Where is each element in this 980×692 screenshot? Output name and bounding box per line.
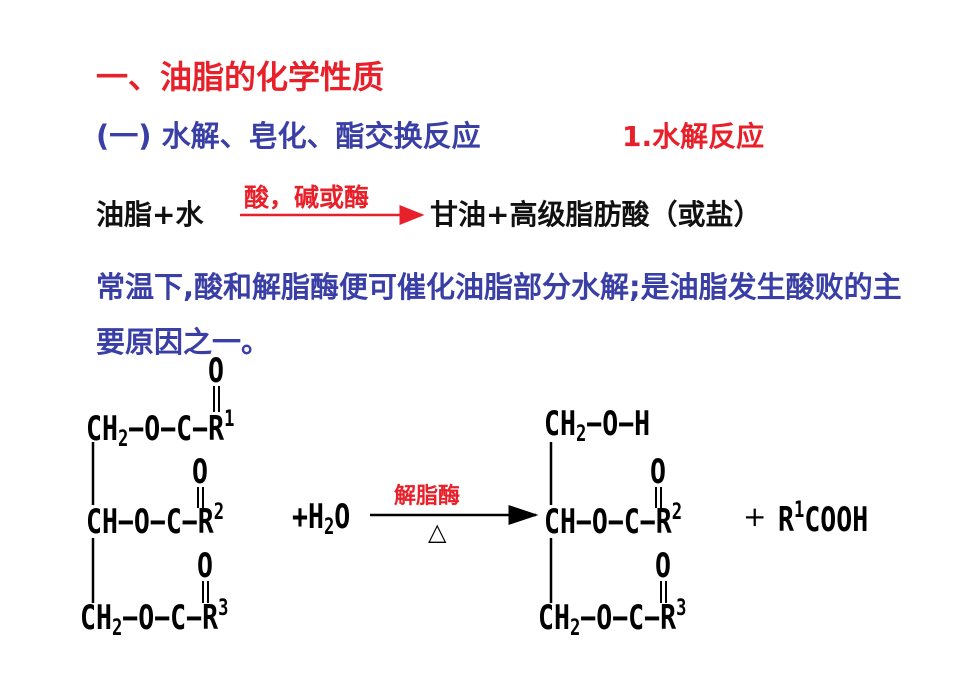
oxygen-atom: O xyxy=(192,452,208,492)
description-text: 常温下,酸和解脂酶便可催化油脂部分水解;是油脂发生酸败的主要原因之一。 xyxy=(96,270,902,359)
oxygen-atom: O xyxy=(197,546,213,586)
heat-symbol: △ xyxy=(428,518,447,546)
oxygen-atom: O xyxy=(208,351,224,391)
section-heading: 1.水解反应 xyxy=(622,120,765,153)
carbonyl-bonds-right xyxy=(655,487,667,603)
water-reagent: +H2O xyxy=(292,497,351,540)
oxygen-atom: O xyxy=(650,452,666,492)
left-row-2: CH−O−C−R2 xyxy=(86,500,225,542)
plus-sign: + xyxy=(743,500,767,533)
reaction-condition: 解脂酶 xyxy=(394,484,461,509)
page-title: 一、油脂的化学性质 xyxy=(96,58,385,96)
oxygen-atom: O xyxy=(655,546,671,586)
left-row-1: CH2−O−C−R1 xyxy=(86,407,235,452)
left-row-3: CH2−O−C−R3 xyxy=(80,596,229,641)
equation-reactants: 油脂+水 xyxy=(96,198,204,231)
right-row-1: CH2−O−H xyxy=(544,404,651,447)
subtitle: (一) 水解、皂化、酯交换反应 xyxy=(96,119,481,153)
equation-products: 甘油+高级脂肪酸（或盐） xyxy=(430,198,762,231)
carbonyl-bonds-left xyxy=(197,386,220,603)
right-row-2: CH−O−C−R2 xyxy=(544,500,683,542)
right-row-3: CH2−O−C−R3 xyxy=(538,596,687,641)
equation-condition: 酸，碱或酶 xyxy=(244,183,370,212)
fatty-acid-product: R1COOH xyxy=(778,498,869,540)
